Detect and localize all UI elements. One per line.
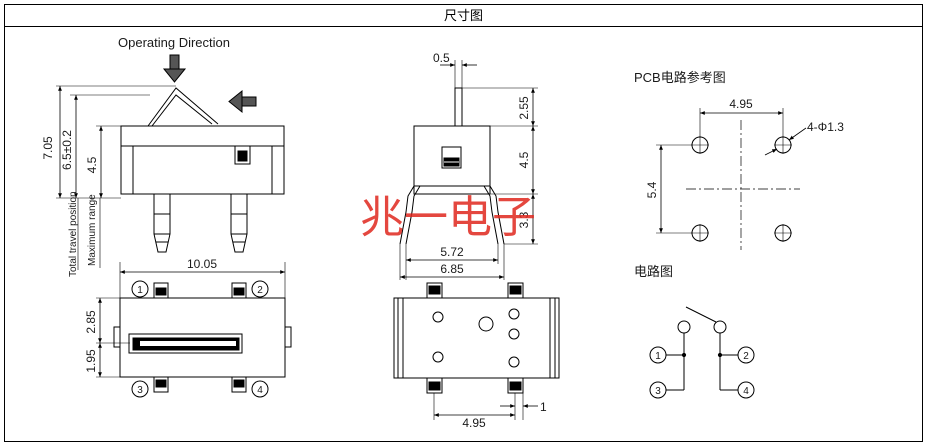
dim-4-95-bottom: 4.95 (462, 416, 486, 430)
dim-4-5-front: 4.5 (517, 151, 531, 168)
dim-0-5: 0.5 (433, 51, 450, 65)
dim-5-72: 5.72 (440, 245, 464, 259)
top-pin-1: 1 (137, 285, 143, 296)
pcb-dim-4-95: 4.95 (729, 97, 753, 111)
dim-4-5-side: 4.5 (85, 156, 99, 173)
circuit-pin-4: 4 (743, 386, 749, 397)
top-pin-2: 2 (257, 285, 263, 296)
circuit-title: 电路图 (634, 264, 673, 279)
operating-down-arrow-icon (162, 54, 187, 83)
dim-6-85: 6.85 (440, 262, 464, 276)
drawing-frame: 尺寸图 (4, 4, 923, 442)
front-view (399, 60, 538, 280)
dim-1-95: 1.95 (84, 349, 98, 373)
dim-1: 1 (540, 400, 547, 414)
side-view: Operating Direction (56, 35, 285, 270)
dim-2-55: 2.55 (517, 96, 531, 120)
pcb-hole-dim: 4-Φ1.3 (807, 120, 844, 134)
total-travel-label: Total travel position (68, 191, 79, 277)
top-pin-4: 4 (257, 385, 263, 396)
circuit-pin-3: 3 (655, 386, 661, 397)
circuit-diagram (649, 306, 755, 399)
circuit-pin-1: 1 (655, 351, 661, 362)
pcb-layout (656, 108, 807, 250)
drawing-title: 尺寸图 (5, 5, 922, 27)
max-range-label: Maximum range (87, 194, 98, 266)
watermark-text: 兆一电子 (360, 192, 536, 243)
dim-6-5: 6.5±0.2 (60, 130, 74, 170)
pcb-title: PCB电路参考图 (634, 70, 726, 85)
bottom-view (393, 282, 560, 420)
pcb-dim-5-4: 5.4 (645, 181, 659, 198)
operating-left-arrow-icon (228, 89, 257, 114)
top-view (96, 262, 292, 398)
dim-10-05: 10.05 (187, 257, 217, 271)
top-pin-3: 3 (137, 385, 143, 396)
operating-direction-label: Operating Direction (118, 35, 230, 50)
dim-2-85: 2.85 (84, 310, 98, 334)
dim-3-3: 3.3 (517, 211, 531, 228)
circuit-pin-2: 2 (743, 351, 749, 362)
dim-7-05: 7.05 (41, 136, 55, 160)
